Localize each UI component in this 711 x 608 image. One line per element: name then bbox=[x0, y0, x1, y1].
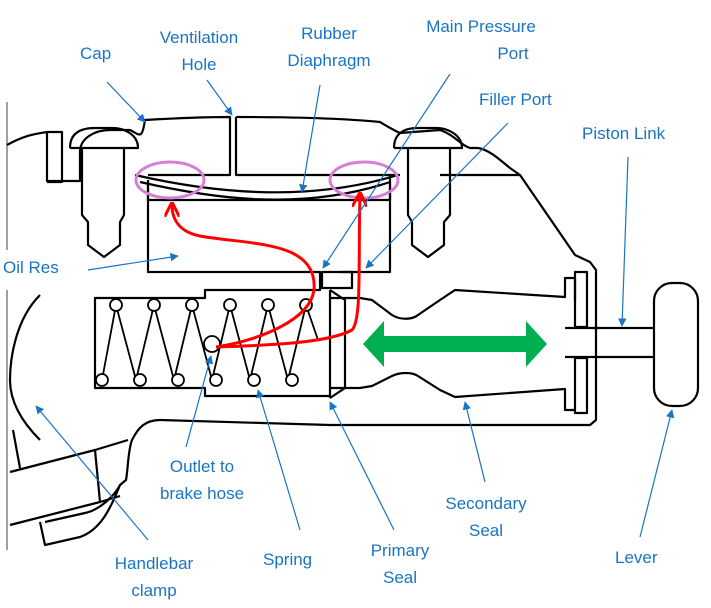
label-lever: Lever bbox=[615, 548, 658, 567]
highlight-ring-right bbox=[328, 160, 400, 200]
label-oil-res: Oil Res bbox=[3, 258, 59, 277]
spring bbox=[95, 298, 319, 387]
piston-motion-arrow bbox=[363, 321, 547, 367]
label-cap: Cap bbox=[80, 44, 112, 63]
label-spring: Spring bbox=[263, 550, 313, 569]
label-piston-link: Piston Link bbox=[582, 124, 666, 143]
highlight-ring-left bbox=[134, 160, 206, 200]
flow-arrow-to-left bbox=[172, 205, 316, 349]
outlet-port-circle bbox=[203, 335, 221, 353]
cylinder-body bbox=[6, 115, 700, 547]
label-filler-port: Filler Port bbox=[479, 90, 552, 109]
flow-arrow-to-right bbox=[215, 195, 360, 349]
leader-lines bbox=[35, 73, 675, 541]
